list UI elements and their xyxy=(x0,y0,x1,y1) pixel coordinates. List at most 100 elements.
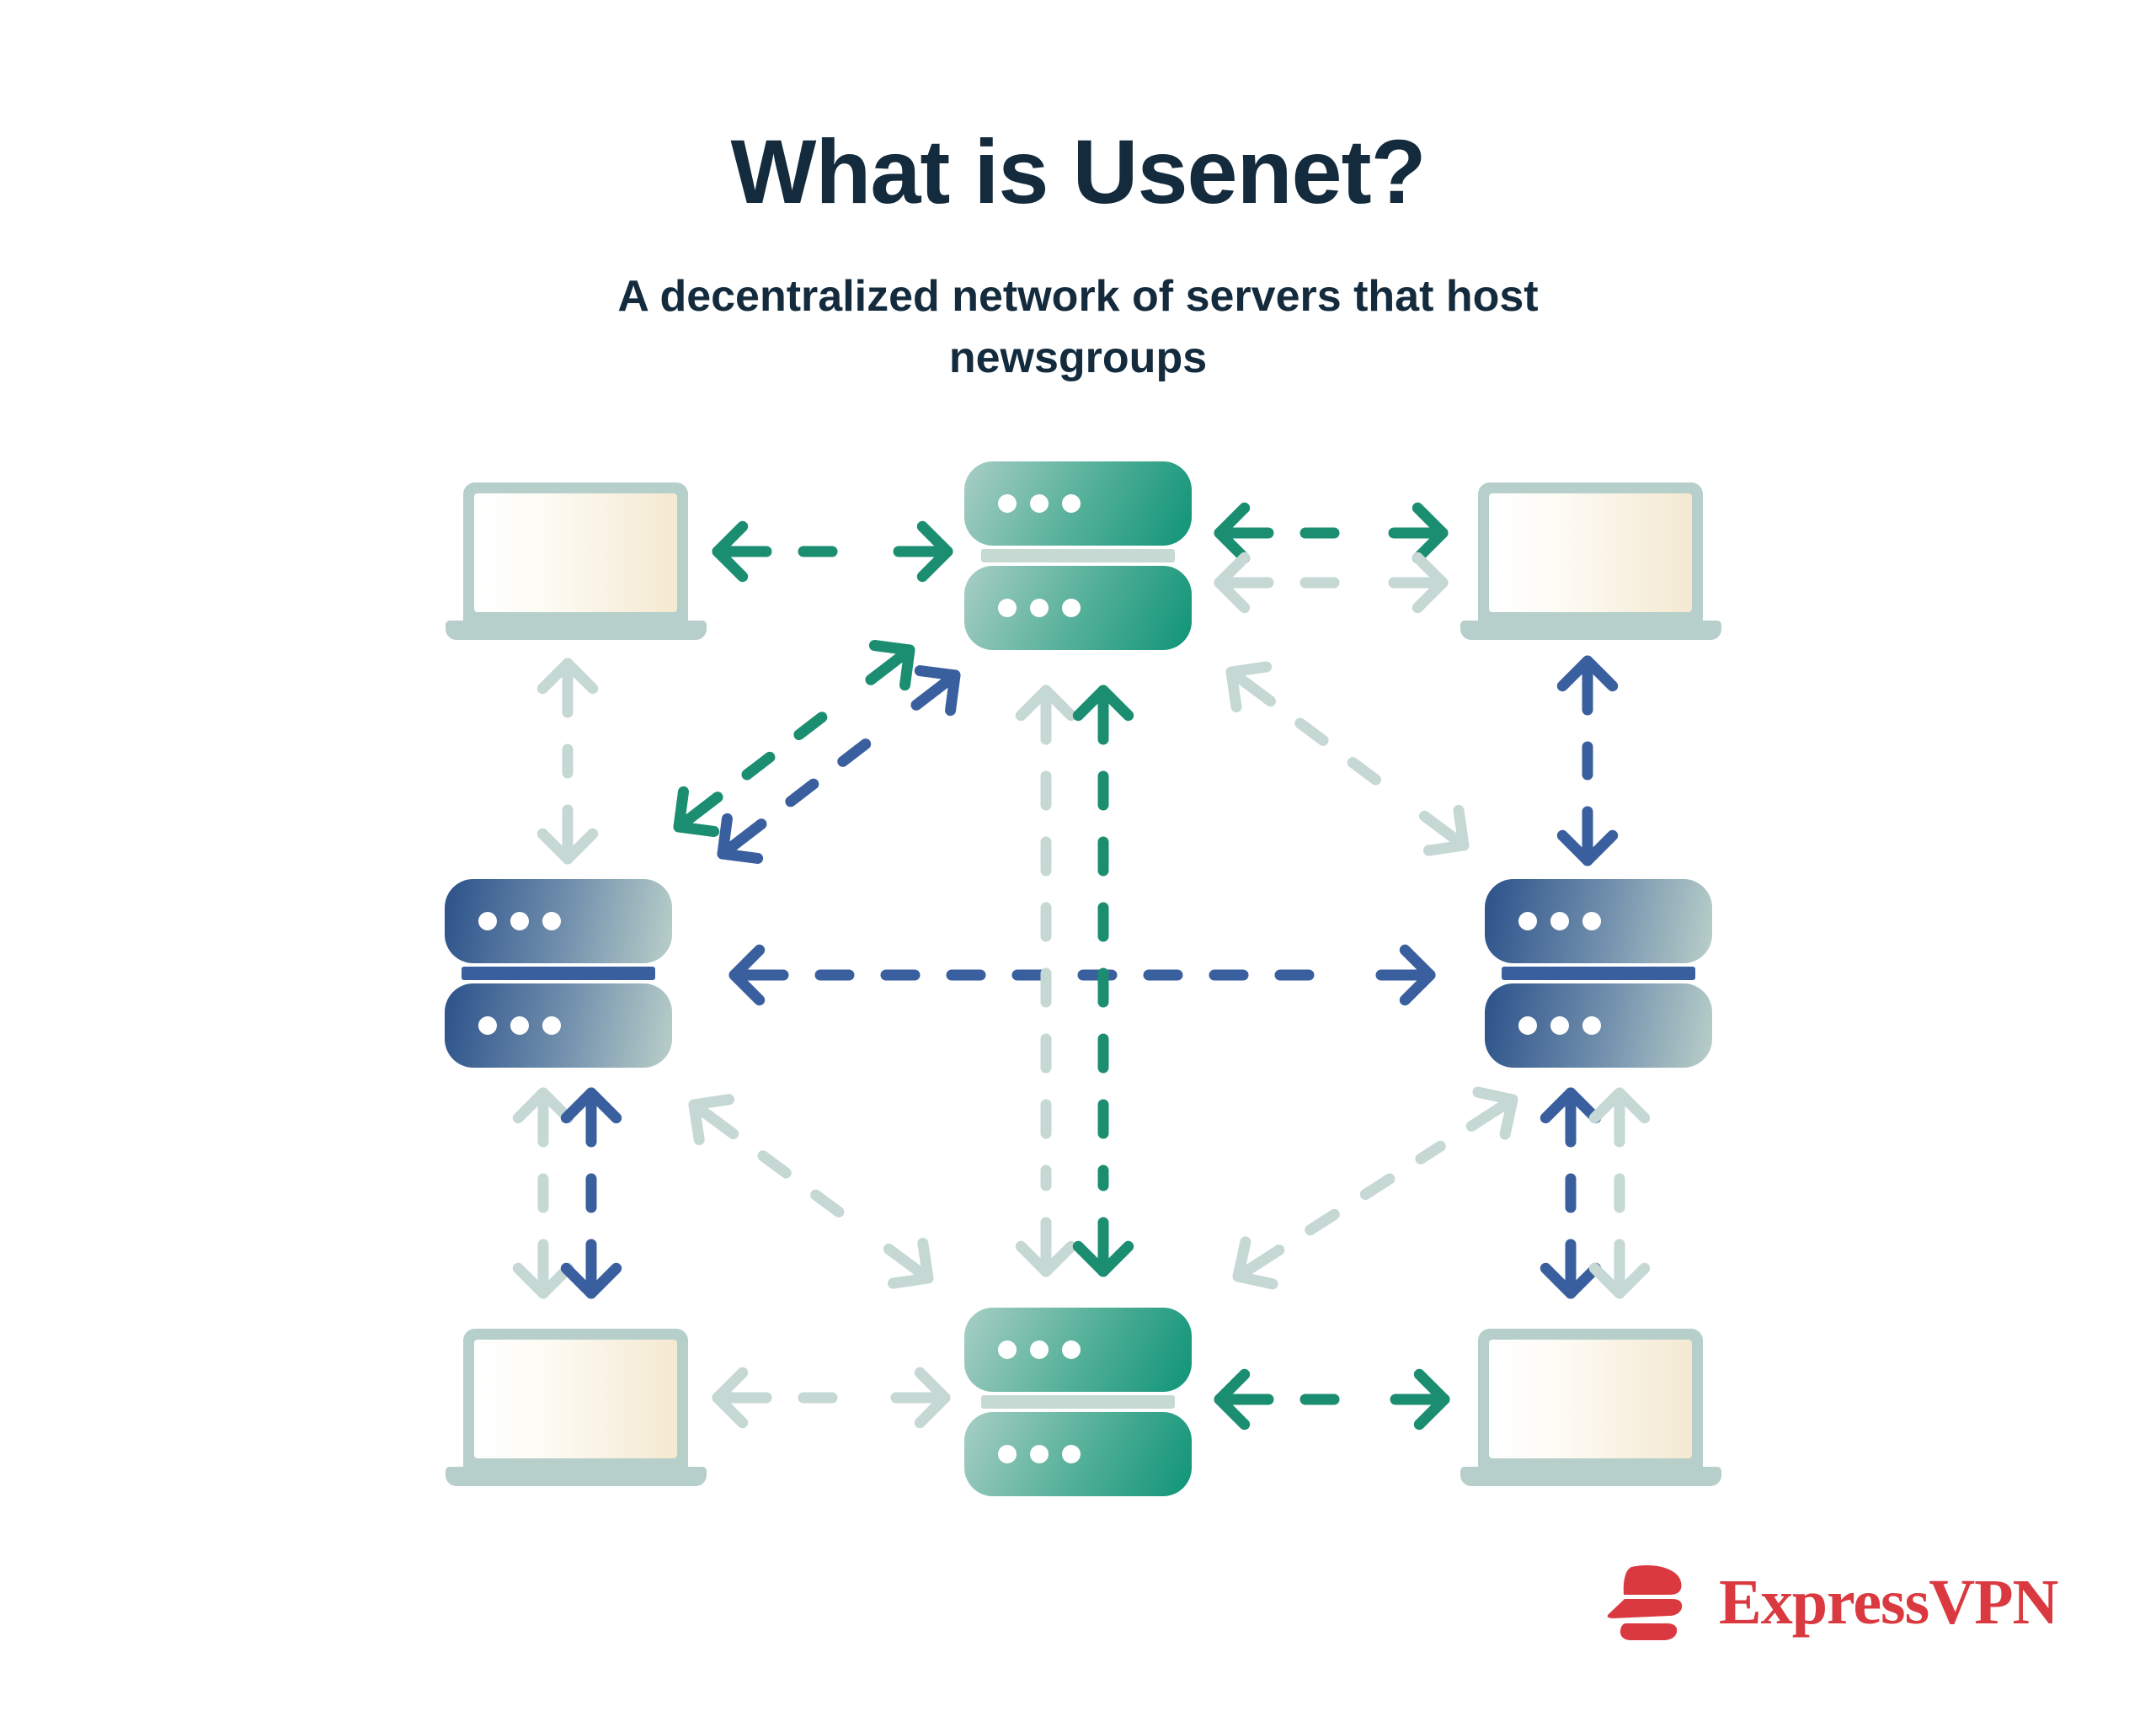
arrowhead xyxy=(1588,1087,1651,1124)
server-slab xyxy=(445,879,672,963)
arrowhead xyxy=(887,1237,934,1289)
connection-server-top--laptop-top-right xyxy=(1214,552,1449,614)
arrowhead xyxy=(560,1087,622,1124)
server-led-dot xyxy=(1030,494,1049,513)
page-subtitle: A decentralized network of servers that … xyxy=(617,272,1539,382)
arrowhead xyxy=(512,1262,574,1299)
arrowhead xyxy=(1399,944,1436,1006)
arrowhead xyxy=(916,520,953,583)
server-band xyxy=(981,1395,1175,1409)
arrowhead xyxy=(1214,552,1251,614)
server-led-dot xyxy=(998,1340,1017,1359)
server-led-dot xyxy=(998,494,1017,513)
laptop-bottom-right xyxy=(1460,1329,1721,1489)
arrowhead xyxy=(728,944,766,1006)
server-led-dot xyxy=(478,912,497,930)
connection-laptop-bottom-left--server-bottom xyxy=(712,1367,951,1429)
server-led-dot xyxy=(1030,1340,1049,1359)
arrowhead xyxy=(1214,502,1251,564)
server-led-dot xyxy=(998,1445,1017,1463)
header: What is Usenet? A decentralized network … xyxy=(0,126,2156,389)
server-led-dot xyxy=(510,912,529,930)
arrowhead xyxy=(536,828,599,865)
connection-laptop-top-left--server-left xyxy=(536,658,599,865)
arrowhead xyxy=(1225,661,1273,713)
server-led-dot xyxy=(998,599,1017,617)
laptop-base xyxy=(1460,1467,1721,1486)
laptop-screen xyxy=(474,493,677,612)
arrowhead xyxy=(1072,685,1134,722)
connection-server-left--laptop-bottom-left xyxy=(512,1087,574,1299)
server-slab xyxy=(964,461,1192,546)
brand-logo: ExpressVPN xyxy=(1604,1564,2058,1640)
arrowhead xyxy=(1422,804,1470,856)
arrowhead xyxy=(1556,829,1619,866)
laptop-top-right xyxy=(1460,482,1721,642)
laptop-base xyxy=(445,621,707,640)
arrowhead xyxy=(688,1094,735,1146)
server-band xyxy=(1502,967,1695,980)
arrowhead xyxy=(1540,1262,1602,1299)
server-led-dot xyxy=(1030,1445,1049,1463)
arrowhead xyxy=(1072,1240,1134,1277)
laptop-lid xyxy=(1478,482,1703,623)
connection-server-right--laptop-bottom-right xyxy=(1588,1087,1651,1299)
server-led-dot xyxy=(1062,599,1081,617)
connection-server-right--laptop-bottom-right xyxy=(1540,1087,1602,1299)
arrowhead xyxy=(1015,685,1077,722)
laptop-screen xyxy=(1489,493,1692,612)
server-led-dot xyxy=(510,1016,529,1035)
server-band xyxy=(462,967,655,980)
server-led-dot xyxy=(542,1016,561,1035)
server-slab xyxy=(1485,983,1712,1068)
arrowhead xyxy=(512,1087,574,1124)
laptop-lid xyxy=(1478,1329,1703,1469)
arrowhead xyxy=(1412,502,1449,564)
laptop-lid xyxy=(463,482,688,623)
server-slab xyxy=(1485,879,1712,963)
arrowhead xyxy=(673,786,720,838)
connection-server-left--server-bottom xyxy=(688,1094,934,1289)
server-slab xyxy=(964,1412,1192,1496)
laptop-lid xyxy=(463,1329,688,1469)
arrowhead xyxy=(1232,1236,1278,1290)
arrowhead xyxy=(914,665,961,717)
server-band xyxy=(981,549,1175,562)
connection-server-left--server-top xyxy=(673,639,915,838)
laptop-screen xyxy=(1489,1340,1692,1458)
connection-server-top--server-bottom xyxy=(1015,685,1077,1277)
server-led-dot xyxy=(1518,1016,1537,1035)
arrowhead xyxy=(1588,1262,1651,1299)
server-led-dot xyxy=(1582,1016,1601,1035)
connection-server-bottom--laptop-bottom-right xyxy=(1214,1368,1450,1431)
server-led-dot xyxy=(1062,1445,1081,1463)
connection-server-top--server-bottom xyxy=(1072,685,1134,1277)
laptop-bottom-left xyxy=(445,1329,707,1489)
arrowhead xyxy=(1472,1086,1518,1140)
server-led-dot xyxy=(1518,912,1537,930)
arrowhead xyxy=(1214,1368,1251,1431)
server-slab xyxy=(964,1308,1192,1392)
server-led-dot xyxy=(1062,494,1081,513)
arrowhead xyxy=(868,639,915,691)
laptop-screen xyxy=(474,1340,677,1458)
server-led-dot xyxy=(1550,912,1569,930)
connection-server-top--laptop-top-right xyxy=(1214,502,1449,564)
connection-laptop-top-left--server-top xyxy=(712,520,953,583)
connection-server-left--laptop-bottom-left xyxy=(560,1087,622,1299)
connection-server-left--server-right xyxy=(728,944,1436,1006)
server-led-dot xyxy=(1062,1340,1081,1359)
arrowhead xyxy=(1412,552,1449,614)
arrowhead xyxy=(1015,1240,1077,1277)
server-top xyxy=(964,461,1192,650)
server-led-dot xyxy=(1030,599,1049,617)
arrowhead xyxy=(712,520,749,583)
brand-wordmark: ExpressVPN xyxy=(1719,1566,2058,1638)
arrowhead xyxy=(560,1262,622,1299)
server-right xyxy=(1485,879,1712,1068)
server-left xyxy=(445,879,672,1068)
connection-server-bottom--server-right xyxy=(1232,1086,1518,1290)
page-title: What is Usenet? xyxy=(730,120,1426,222)
arrowhead xyxy=(717,813,764,864)
